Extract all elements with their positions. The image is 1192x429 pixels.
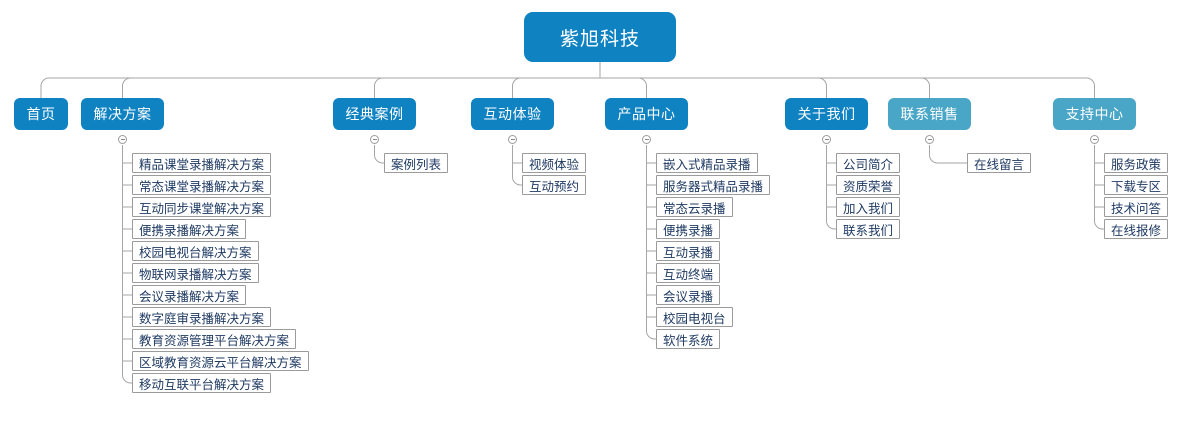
leaf-node[interactable]: 案例列表: [384, 153, 449, 173]
branch-node-label: 解决方案: [93, 107, 152, 123]
leaf-node[interactable]: 校园电视台: [656, 307, 733, 327]
branch-node-label: 联系销售: [900, 107, 959, 123]
leaf-node[interactable]: 常态课堂录播解决方案: [132, 175, 272, 195]
branch-node-products[interactable]: 产品中心: [605, 98, 688, 130]
collapse-toggle-sales[interactable]: [925, 135, 934, 144]
leaf-node-label: 在线报修: [1111, 222, 1162, 238]
collapse-toggle-support[interactable]: [1090, 135, 1099, 144]
leaf-node-label: 区域教育资源云平台解决方案: [139, 354, 302, 370]
leaf-node[interactable]: 互动终端: [656, 263, 721, 283]
leaf-node[interactable]: 服务器式精品录播: [656, 175, 771, 195]
branch-node-label: 关于我们: [797, 107, 856, 123]
leaf-node[interactable]: 技术问答: [1104, 197, 1169, 217]
leaf-node-label: 互动终端: [663, 266, 714, 282]
collapse-toggle-about[interactable]: [822, 135, 831, 144]
leaf-node[interactable]: 加入我们: [836, 197, 901, 217]
leaf-node-label: 加入我们: [843, 200, 894, 216]
leaf-node-label: 技术问答: [1111, 200, 1162, 216]
leaf-node-label: 互动录播: [663, 244, 714, 260]
leaf-node[interactable]: 便携录播解决方案: [132, 219, 247, 239]
leaf-node[interactable]: 会议录播解决方案: [132, 285, 247, 305]
leaf-node-label: 案例列表: [391, 156, 442, 172]
branch-node-label: 首页: [26, 107, 56, 123]
leaf-node-label: 视频体验: [529, 156, 580, 172]
collapse-toggle-products[interactable]: [642, 135, 651, 144]
leaf-node-label: 教育资源管理平台解决方案: [139, 332, 290, 348]
branch-node-home[interactable]: 首页: [14, 98, 68, 130]
leaf-node[interactable]: 嵌入式精品录播: [656, 153, 758, 173]
leaf-node-label: 软件系统: [663, 332, 714, 348]
leaf-node-label: 精品课堂录播解决方案: [139, 156, 265, 172]
branch-node-label: 互动体验: [483, 107, 542, 123]
leaf-node-label: 便携录播解决方案: [139, 222, 240, 238]
branch-node-about[interactable]: 关于我们: [785, 98, 868, 130]
leaf-node[interactable]: 数字庭审录播解决方案: [132, 307, 272, 327]
branch-node-label: 产品中心: [617, 107, 676, 123]
branch-node-support[interactable]: 支持中心: [1053, 98, 1136, 130]
collapse-toggle-solutions[interactable]: [118, 135, 127, 144]
leaf-node-label: 联系我们: [843, 222, 894, 238]
leaf-node[interactable]: 互动预约: [522, 175, 587, 195]
leaf-node-label: 服务器式精品录播: [663, 178, 764, 194]
leaf-node[interactable]: 互动同步课堂解决方案: [132, 197, 272, 217]
leaf-node-label: 常态课堂录播解决方案: [139, 178, 265, 194]
leaf-node[interactable]: 在线报修: [1104, 219, 1169, 239]
collapse-toggle-cases[interactable]: [370, 135, 379, 144]
root-node-label: 紫旭科技: [559, 27, 640, 50]
branch-node-experience[interactable]: 互动体验: [471, 98, 554, 130]
leaf-node[interactable]: 服务政策: [1104, 153, 1169, 173]
leaf-node-label: 常态云录播: [663, 200, 726, 216]
leaf-node[interactable]: 互动录播: [656, 241, 721, 261]
leaf-node-label: 校园电视台: [663, 310, 726, 326]
branch-node-label: 经典案例: [345, 107, 404, 123]
leaf-node[interactable]: 便携录播: [656, 219, 721, 239]
leaf-node[interactable]: 会议录播: [656, 285, 721, 305]
leaf-node[interactable]: 公司简介: [836, 153, 901, 173]
leaf-node[interactable]: 软件系统: [656, 329, 721, 349]
branch-node-cases[interactable]: 经典案例: [333, 98, 416, 130]
root-node[interactable]: 紫旭科技: [524, 12, 676, 62]
leaf-node[interactable]: 精品课堂录播解决方案: [132, 153, 272, 173]
leaf-node-label: 会议录播: [663, 288, 714, 304]
leaf-node-label: 公司简介: [843, 156, 894, 172]
leaf-node[interactable]: 移动互联平台解决方案: [132, 373, 272, 393]
collapse-toggle-experience[interactable]: [508, 135, 517, 144]
leaf-node[interactable]: 教育资源管理平台解决方案: [132, 329, 297, 349]
leaf-node-label: 便携录播: [663, 222, 714, 238]
leaf-node-label: 校园电视台解决方案: [139, 244, 252, 260]
leaf-node-label: 互动同步课堂解决方案: [139, 200, 265, 216]
leaf-node[interactable]: 在线留言: [967, 153, 1032, 173]
leaf-node-label: 数字庭审录播解决方案: [139, 310, 265, 326]
branch-node-sales[interactable]: 联系销售: [888, 98, 971, 130]
leaf-node-label: 移动互联平台解决方案: [139, 376, 265, 392]
leaf-node[interactable]: 下载专区: [1104, 175, 1169, 195]
leaf-node-label: 嵌入式精品录播: [663, 156, 751, 172]
branch-node-solutions[interactable]: 解决方案: [81, 98, 164, 130]
leaf-node[interactable]: 常态云录播: [656, 197, 733, 217]
leaf-node-label: 下载专区: [1111, 178, 1162, 194]
leaf-node-label: 会议录播解决方案: [139, 288, 240, 304]
leaf-node[interactable]: 资质荣誉: [836, 175, 901, 195]
leaf-node-label: 资质荣誉: [843, 178, 894, 194]
leaf-node-label: 服务政策: [1111, 156, 1162, 172]
branch-node-label: 支持中心: [1065, 107, 1124, 123]
leaf-node[interactable]: 联系我们: [836, 219, 901, 239]
leaf-node-label: 互动预约: [529, 178, 580, 194]
leaf-node[interactable]: 视频体验: [522, 153, 587, 173]
leaf-node-label: 在线留言: [974, 156, 1025, 172]
leaf-node[interactable]: 物联网录播解决方案: [132, 263, 259, 283]
leaf-node[interactable]: 区域教育资源云平台解决方案: [132, 351, 309, 371]
leaf-node-label: 物联网录播解决方案: [139, 266, 252, 282]
leaf-node[interactable]: 校园电视台解决方案: [132, 241, 259, 261]
